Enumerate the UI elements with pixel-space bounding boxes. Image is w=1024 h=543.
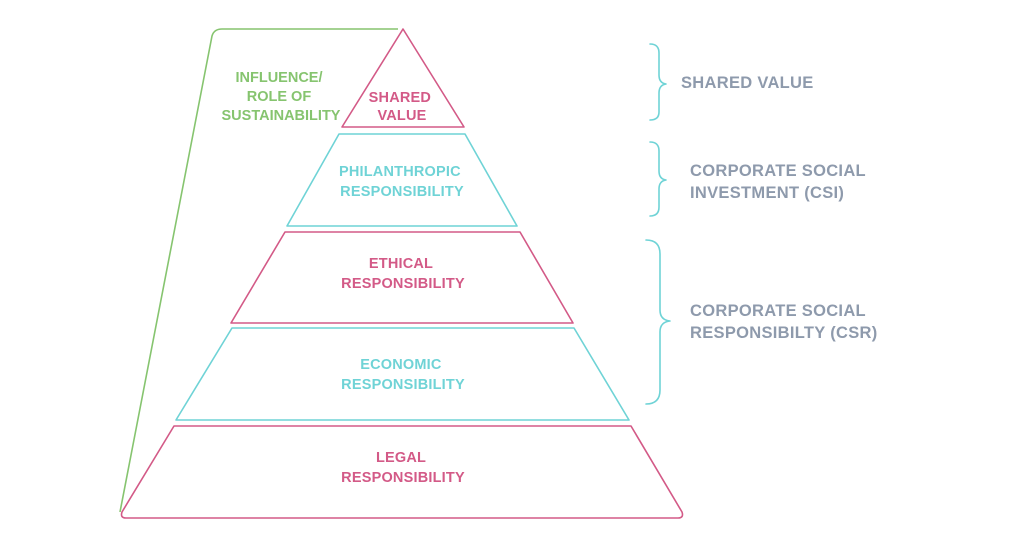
tier-shared-value-line1: SHARED [369, 90, 431, 106]
influence-label-line1: INFLUENCE/ [235, 70, 322, 86]
tier-legal [120, 425, 684, 519]
tier-legal-line1: LEGAL [376, 450, 426, 466]
brace-shared-value [649, 43, 667, 121]
brace-csr [645, 239, 671, 405]
tier-ethical-line2: RESPONSIBILITY [341, 276, 465, 292]
group-csi-label: CORPORATE SOCIAL INVESTMENT (CSI) [690, 162, 871, 202]
tier-shared-value-line2: VALUE [377, 108, 426, 124]
tier-shared-value-label: SHARED VALUE [369, 90, 436, 124]
brace-csi [649, 141, 667, 217]
group-shared-value-line1: SHARED VALUE [681, 74, 814, 92]
tier-philanthropic [286, 133, 518, 227]
group-csr-label: CORPORATE SOCIAL RESPONSIBILTY (CSR) [690, 302, 878, 342]
group-shared-value-label: SHARED VALUE [681, 74, 814, 92]
influence-outline [119, 28, 398, 513]
tier-economic-label: ECONOMIC RESPONSIBILITY [341, 357, 465, 393]
tier-philanthropic-line1: PHILANTHROPIC [339, 164, 461, 180]
tier-shared-value [341, 28, 465, 128]
tier-philanthropic-line2: RESPONSIBILITY [340, 184, 464, 200]
tier-economic [175, 327, 630, 421]
tier-ethical-line1: ETHICAL [369, 256, 433, 272]
tier-economic-line1: ECONOMIC [360, 357, 442, 373]
group-csi-line1: CORPORATE SOCIAL [690, 162, 866, 180]
group-csr-line2: RESPONSIBILTY (CSR) [690, 324, 878, 342]
influence-label-line3: SUSTAINABILITY [222, 108, 341, 124]
tier-ethical-label: ETHICAL RESPONSIBILITY [341, 256, 465, 292]
influence-label-line2: ROLE OF [247, 89, 312, 105]
group-csi-line2: INVESTMENT (CSI) [690, 184, 844, 202]
tier-legal-line2: RESPONSIBILITY [341, 470, 465, 486]
tier-economic-line2: RESPONSIBILITY [341, 377, 465, 393]
influence-label: INFLUENCE/ ROLE OF SUSTAINABILITY [222, 70, 341, 124]
tier-philanthropic-label: PHILANTHROPIC RESPONSIBILITY [339, 164, 465, 200]
tier-legal-label: LEGAL RESPONSIBILITY [341, 450, 465, 486]
tier-ethical [230, 231, 574, 324]
group-csr-line1: CORPORATE SOCIAL [690, 302, 866, 320]
